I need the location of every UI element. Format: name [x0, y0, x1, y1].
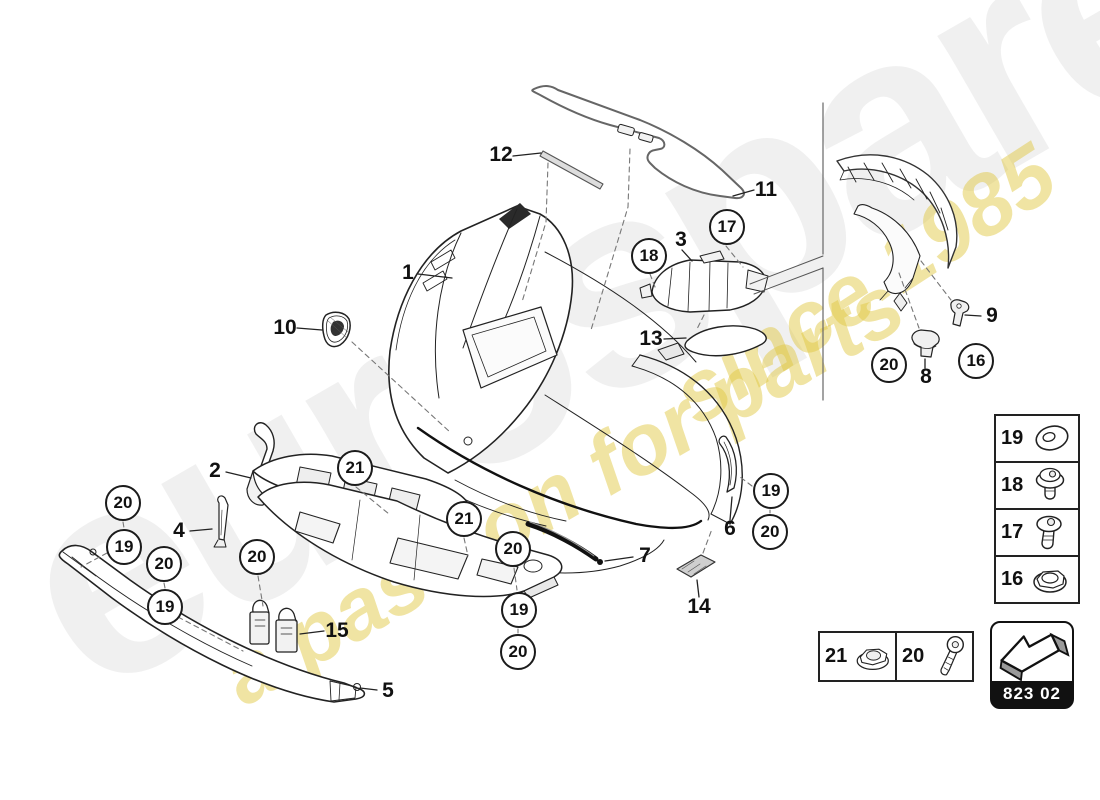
gasket-seal — [684, 325, 767, 357]
hood-trim-strip — [531, 85, 745, 200]
clip-9 — [950, 299, 970, 327]
arch-strip — [718, 435, 737, 493]
part-callout: 20 — [146, 546, 182, 582]
part-callout: 20 — [871, 347, 907, 383]
callout-number: 19 — [509, 600, 529, 619]
part-label: 3 — [675, 228, 687, 251]
part-callout: 17 — [709, 209, 745, 245]
hood-latch — [253, 422, 275, 469]
callout-number: 20 — [879, 355, 899, 374]
legend-number: 16 — [1001, 568, 1024, 590]
callout-number: 20 — [154, 554, 174, 573]
leader-lines — [189, 152, 982, 691]
part-callout: 18 — [631, 238, 667, 274]
part-label: 4 — [173, 519, 185, 542]
legend-row: 19 — [996, 416, 1078, 461]
washer-icon — [1035, 424, 1069, 451]
part-callout: 21 — [446, 501, 482, 537]
part-callout: 20 — [495, 531, 531, 567]
flange-nut-icon — [857, 648, 890, 670]
fastener-cell: 20 — [895, 633, 972, 680]
screw-washer-icon — [1036, 515, 1062, 549]
fastener-number: 20 — [902, 645, 925, 667]
flange-nut-icon — [1033, 569, 1067, 593]
part-callout: 19 — [753, 473, 789, 509]
legend-row: 17 — [996, 508, 1078, 555]
callout-number: 21 — [454, 509, 474, 528]
trim-strip-7 — [525, 521, 599, 562]
fastener-number: 21 — [825, 645, 848, 667]
mount-clips — [249, 599, 298, 653]
part-label: 8 — [920, 365, 932, 388]
detail-panel — [836, 154, 958, 269]
legend-number: 18 — [1001, 474, 1024, 496]
part-label: 1 — [402, 261, 414, 284]
legend-number: 17 — [1001, 521, 1024, 543]
callout-number: 20 — [247, 547, 267, 566]
part-label: 6 — [724, 517, 736, 540]
part-label: 5 — [382, 679, 394, 702]
part-callout: 19 — [106, 529, 142, 565]
part-callout: 20 — [239, 539, 275, 575]
callout-number: 20 — [508, 642, 528, 661]
callout-number: 16 — [966, 351, 986, 370]
small-bracket — [217, 495, 229, 541]
part-label: 7 — [639, 544, 651, 567]
part-label: 12 — [489, 143, 513, 166]
part-label: 2 — [209, 459, 221, 482]
fender-arch — [639, 354, 743, 525]
part-callout: 21 — [337, 450, 373, 486]
callout-number: 19 — [114, 537, 134, 556]
callout-number: 20 — [760, 522, 780, 541]
clip-8 — [911, 329, 940, 358]
callout-number: 19 — [155, 597, 175, 616]
reflector — [676, 554, 716, 578]
part-callout: 16 — [958, 343, 994, 379]
part-label: 13 — [639, 327, 663, 350]
legend-row: 16 — [996, 555, 1078, 602]
callout-number: 17 — [717, 217, 737, 236]
dashed-guides — [80, 148, 952, 652]
torx-screw-icon — [940, 635, 964, 675]
callout-number: 21 — [345, 458, 365, 477]
part-label: 10 — [273, 316, 297, 339]
fastener-cell: 21 — [820, 633, 895, 680]
fastener-table: 21 20 — [818, 631, 974, 682]
front-splitter — [58, 544, 366, 703]
callout-number: 18 — [639, 246, 659, 265]
part-callout: 20 — [500, 634, 536, 670]
screw-large-washer-icon — [1035, 467, 1065, 500]
part-callout: 20 — [752, 514, 788, 550]
callout-number: 20 — [503, 539, 523, 558]
arrow-icon — [999, 632, 1070, 682]
callout-number: 19 — [761, 481, 781, 500]
part-label: 14 — [687, 595, 711, 618]
hardware-legend-table: 19 18 17 16 — [994, 414, 1080, 604]
legend-number: 19 — [1001, 427, 1024, 449]
part-label: 11 — [754, 178, 778, 201]
diagram-code: 823 02 — [992, 681, 1072, 707]
diagram-code-badge: 823 02 — [990, 621, 1074, 709]
part-label: 15 — [325, 619, 349, 642]
seal-strip — [539, 150, 604, 190]
part-label: 9 — [986, 304, 998, 327]
part-callout: 19 — [501, 592, 537, 628]
part-callout: 19 — [147, 589, 183, 625]
callout-number: 20 — [113, 493, 133, 512]
legend-row: 18 — [996, 461, 1078, 508]
part-callout: 20 — [105, 485, 141, 521]
